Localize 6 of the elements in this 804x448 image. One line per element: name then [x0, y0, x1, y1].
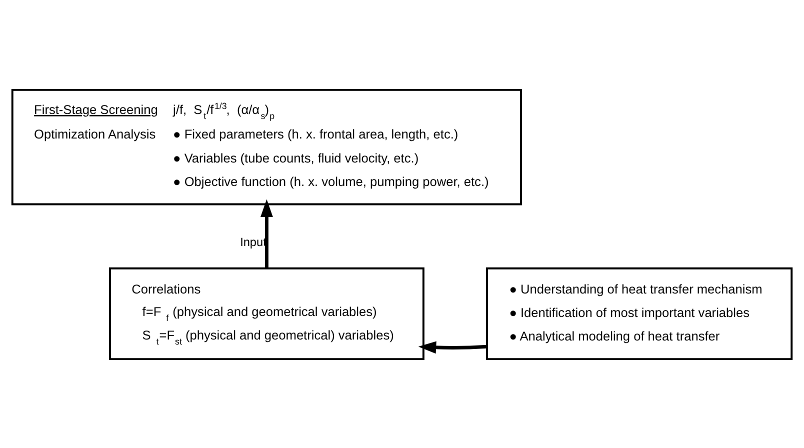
arrow: [418, 340, 487, 354]
node-box: ● Understanding of heat transfer mechanism ● Identification of most important variables ● Analytical modeling of heat transfer: [486, 266, 793, 360]
node-box: First-Stage Screening j/f, S$_{t}$/f$^{1/3}$, (α/α$_{s}$)$_{p}$ Optimization Analysis ● Fixed parameters (h. x. frontal area, length, etc.) ● Variables (tube counts, fluid velocity, etc.) ● Objective function (h. x. volume, pumping power, etc.): [11, 88, 522, 205]
arrow: [260, 198, 273, 268]
node-box: Correlations f=F$_{f}$ (physical and geometrical variables) S$_{t}$=F$_{st}$ (physical and geometrical) variables): [108, 266, 424, 360]
edge-label: Input: [240, 234, 266, 248]
